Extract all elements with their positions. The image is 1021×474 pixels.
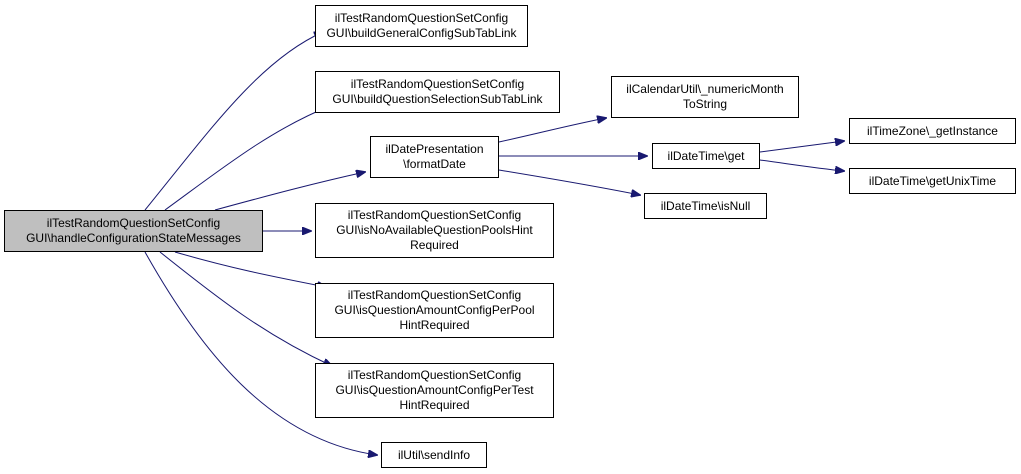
edge-root-to-is-per-test [159,251,332,366]
edge-format-date-to-numeric-month [498,118,606,143]
edge-dt-get-to-tz-get [759,141,844,153]
edge-root-to-is-per-pool [174,251,326,287]
node-date-time-get-unix-time[interactable]: ilDateTime\getUnixTime [849,168,1016,194]
edge-root-to-build-general [144,32,323,211]
edge-root-to-build-question-sel [164,106,330,211]
node-send-info[interactable]: ilUtil\sendInfo [381,442,487,468]
node-date-time-is-null[interactable]: ilDateTime\isNull [644,193,767,219]
edge-format-date-to-dt-is-null [498,169,640,195]
edge-dt-get-to-get-unix [759,159,844,171]
edge-root-to-send-info [144,251,377,455]
node-format-date[interactable]: ilDatePresentation\formatDate [370,136,499,178]
edge-root-to-format-date [214,172,365,211]
node-time-zone-get-instance[interactable]: ilTimeZone\_getInstance [849,118,1016,144]
node-date-time-get[interactable]: ilDateTime\get [652,143,760,169]
